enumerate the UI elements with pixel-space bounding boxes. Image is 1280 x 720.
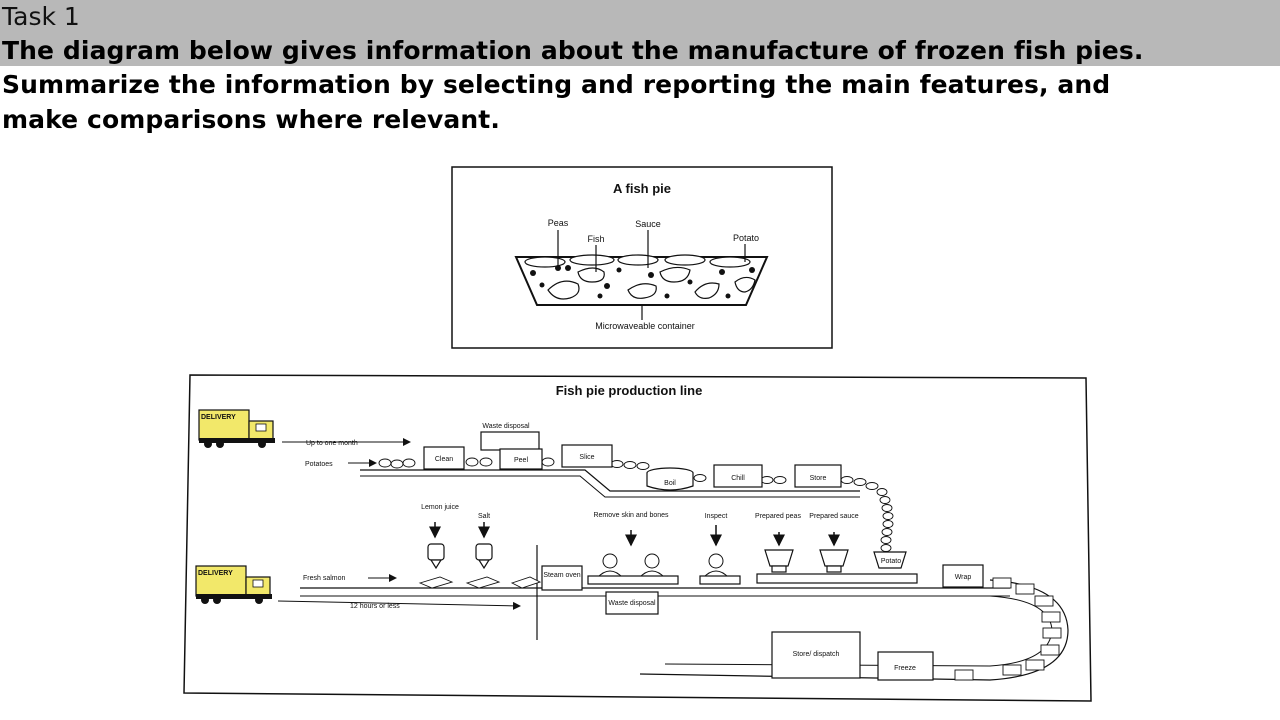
boil-step: Boil — [646, 467, 694, 491]
prompt-line-1: The diagram below gives information abou… — [2, 36, 1144, 65]
slice-label: Slice — [579, 454, 594, 461]
store-dispatch-step: Store/ dispatch — [771, 631, 861, 679]
lemon-juice-dispenser: Lemon juice — [421, 504, 459, 570]
peas-dots — [530, 265, 755, 299]
prompt-line-2: Summarize the information by selecting a… — [2, 70, 1111, 99]
prompt-line-3: make comparisons where relevant. — [2, 105, 500, 134]
lemon-juice-label: Lemon juice — [421, 504, 459, 511]
potato-hopper-label: Potato — [881, 558, 901, 565]
potato-chain — [876, 488, 894, 552]
salmon-fillets — [418, 576, 542, 589]
filling-bench — [756, 573, 918, 584]
waste-disposal-salmon-label: Waste disposal — [608, 600, 656, 607]
freeze-step: Freeze — [877, 651, 934, 681]
production-line-title: Fish pie production line — [556, 383, 703, 398]
store-dispatch-label: Store/ dispatch — [793, 651, 840, 658]
inspect-label: Inspect — [705, 513, 728, 520]
production-line-frame — [183, 374, 1092, 702]
potato-timing-label: Up to one month — [306, 440, 358, 447]
clean-step: Clean — [423, 446, 465, 470]
inspect-step: Inspect — [699, 513, 741, 585]
delivery-sign-potatoes: DELIVERY — [201, 414, 236, 421]
sauce-label: Sauce — [635, 219, 661, 229]
store-potato-label: Store — [810, 475, 827, 482]
task-title: Task 1 — [2, 2, 80, 31]
steam-oven-label: Steam oven — [543, 572, 580, 579]
salt-label: Salt — [478, 513, 490, 520]
potato-hopper: Potato — [873, 551, 907, 569]
wrapped-pies — [954, 577, 1062, 681]
container-label: Microwaveable container — [595, 321, 695, 331]
salmon-timing-label: 12 hours or less — [350, 603, 400, 610]
waste-disposal-potato: Waste disposal — [480, 423, 540, 451]
steam-oven: Steam oven — [541, 565, 583, 591]
prepared-peas-hopper: Prepared peas — [755, 513, 801, 573]
waste-disposal-potato-label: Waste disposal — [482, 423, 530, 430]
delivery-truck-salmon: DELIVERY — [195, 565, 272, 604]
fresh-salmon-label: Fresh salmon — [303, 575, 346, 582]
header-band — [0, 0, 1280, 66]
delivery-sign-salmon: DELIVERY — [198, 570, 233, 577]
fish-pie-pointers — [557, 230, 746, 320]
production-line-panel: Fish pie production line DELIVERY Up to … — [183, 374, 1092, 702]
wrap-label: Wrap — [955, 574, 972, 581]
prepared-sauce-hopper: Prepared sauce — [809, 513, 859, 573]
slice-step: Slice — [561, 444, 613, 468]
remove-skin-bones-label: Remove skin and bones — [593, 512, 669, 519]
remove-skin-bones-step: Remove skin and bones — [587, 512, 679, 585]
clean-label: Clean — [435, 456, 453, 463]
fish-pie-panel: A fish pie — [451, 166, 833, 349]
store-potato-step: Store — [794, 464, 842, 488]
chill-step: Chill — [713, 464, 763, 488]
fish-label: Fish — [587, 234, 604, 244]
prepared-sauce-label: Prepared sauce — [809, 513, 859, 520]
prepared-peas-label: Prepared peas — [755, 513, 801, 520]
potatoes-input-label: Potatoes — [305, 461, 333, 468]
fish-chunks — [547, 266, 756, 300]
peel-label: Peel — [514, 457, 528, 464]
peas-label: Peas — [548, 218, 569, 228]
salt-dispenser: Salt — [475, 513, 493, 570]
boil-label: Boil — [664, 480, 676, 487]
delivery-truck-potatoes: DELIVERY — [198, 409, 275, 448]
fish-pie-title: A fish pie — [613, 181, 671, 196]
freeze-label: Freeze — [894, 665, 916, 672]
peel-step: Peel — [499, 448, 543, 470]
waste-disposal-salmon: Waste disposal — [605, 591, 659, 615]
wrap-step: Wrap — [942, 564, 984, 588]
potato-items — [378, 457, 879, 490]
potato-label: Potato — [733, 233, 759, 243]
potato-conveyor — [360, 469, 860, 492]
chill-label: Chill — [731, 475, 745, 482]
